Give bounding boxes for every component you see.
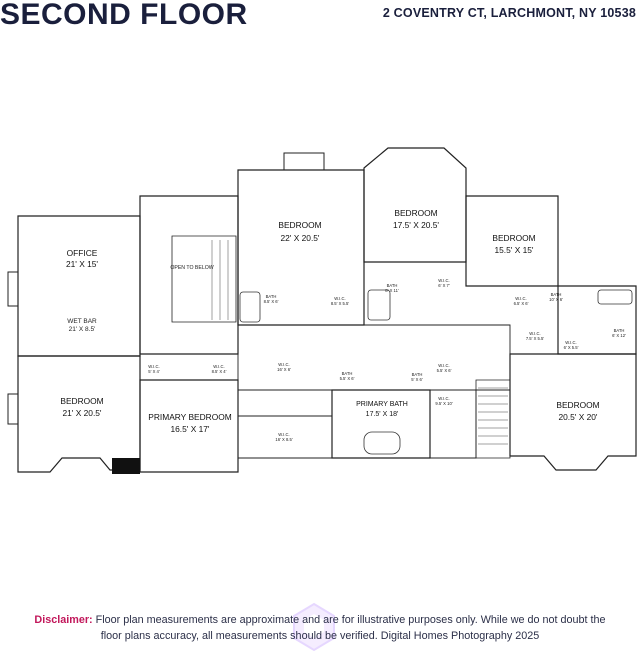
label-wet-bar-dim: 21' X 8.5' (69, 326, 96, 333)
label-open-to-below: OPEN TO BELOW (170, 265, 213, 271)
open-to-below-wall (139, 195, 239, 355)
primary-bedroom-wall (139, 379, 239, 473)
label-wic-k: W.I.C. (438, 396, 449, 401)
label-bath-e: BATH (342, 371, 353, 376)
disclaimer: Disclaimer: Floor plan measurements are … (0, 612, 640, 644)
label-wic-g: W.I.C. (278, 432, 289, 437)
label-wic-f-dim: 16' X 6' (277, 367, 291, 372)
label-wic-i-dim: 8.5' X 4' (212, 369, 227, 374)
fireplace-office (7, 271, 19, 307)
label-office: OFFICE (67, 248, 98, 258)
label-wic-a-dim: 8.5' X 5.5' (331, 301, 350, 306)
label-primary-bath: PRIMARY BATH (356, 401, 408, 408)
label-bath-a-dim: 8.5' X 6' (264, 299, 279, 304)
label-bath-f: BATH (412, 372, 423, 377)
label-bedroom-4-dim: 21' X 20.5' (62, 408, 101, 418)
label-bath-c: BATH (551, 292, 562, 297)
label-primary-bedroom-dim: 16.5' X 17' (170, 424, 209, 434)
label-wic-j-dim: 5.5' X 6' (437, 368, 452, 373)
label-wic-b: W.I.C. (438, 278, 449, 283)
watermark-logo (293, 602, 335, 652)
disclaimer-text-2: floor plans accuracy, all measurements s… (100, 630, 540, 642)
label-bath-f-dim: 5' X 6' (411, 377, 423, 382)
bedroom-5-wall (509, 353, 637, 471)
label-wic-g-dim: 16' X 8.5' (275, 437, 292, 442)
label-bath-c-dim: 10' X 6' (549, 297, 563, 302)
label-bedroom-2: BEDROOM (394, 208, 437, 218)
label-bath-b-dim: 8' X 11' (385, 288, 399, 293)
label-bedroom-1: BEDROOM (278, 220, 321, 230)
label-wic-b-dim: 6' X 7' (438, 283, 450, 288)
fireplace-top (283, 152, 325, 171)
label-wet-bar: WET BAR (67, 318, 97, 325)
label-bedroom-4: BEDROOM (60, 396, 103, 406)
disclaimer-line-1: Disclaimer: Floor plan measurements are … (0, 612, 640, 628)
label-wic-i: W.I.C. (213, 364, 224, 369)
label-bedroom-3-dim: 15.5' X 15' (494, 245, 533, 255)
bedroom-2-wall (363, 147, 467, 263)
label-primary-bedroom: PRIMARY BEDROOM (148, 412, 231, 422)
label-bath-e-dim: 5.5' X 6' (340, 376, 355, 381)
floor-title: SECOND FLOOR (0, 0, 248, 31)
floor-plan: OFFICE 21' X 15' WET BAR 21' X 8.5' OPEN… (7, 147, 637, 474)
label-bedroom-1-dim: 22' X 20.5' (280, 233, 319, 243)
label-wic-j: W.I.C. (438, 363, 449, 368)
label-bath-d-dim: 6' X 12' (612, 333, 626, 338)
disclaimer-text-1: Floor plan measurements are approximate … (92, 614, 606, 626)
label-bedroom-3: BEDROOM (492, 233, 535, 243)
label-wic-d: W.I.C. (529, 331, 540, 336)
property-address: 2 COVENTRY CT, LARCHMONT, NY 10538 (382, 6, 636, 20)
office-wall (17, 215, 141, 357)
label-bath-b: BATH (387, 283, 398, 288)
label-wic-d-dim: 7.5' X 5.5' (526, 336, 545, 341)
disclaimer-label: Disclaimer: (34, 614, 93, 626)
label-wic-c: W.I.C. (515, 296, 526, 301)
label-wic-c-dim: 6.5' X 6' (514, 301, 529, 306)
label-wic-f: W.I.C. (278, 362, 289, 367)
label-bath-d: BATH (614, 328, 625, 333)
chimney-block (112, 458, 140, 474)
label-bedroom-5-dim: 20.5' X 20' (558, 412, 597, 422)
label-primary-bath-dim: 17.5' X 18' (366, 411, 399, 418)
label-wic-e-dim: 6' X 5.5' (564, 345, 579, 350)
label-wic-h-dim: 5' X 4' (148, 369, 160, 374)
label-wic-e: W.I.C. (565, 340, 576, 345)
label-bedroom-2-dim: 17.5' X 20.5' (393, 220, 439, 230)
label-bedroom-5: BEDROOM (556, 400, 599, 410)
fireplace-bedroom (7, 393, 19, 425)
label-wic-k-dim: 9.5' X 10' (435, 401, 452, 406)
label-wic-h: W.I.C. (148, 364, 159, 369)
label-wic-a: W.I.C. (334, 296, 345, 301)
label-office-dim: 21' X 15' (66, 259, 98, 269)
label-bath-a: BATH (266, 294, 277, 299)
